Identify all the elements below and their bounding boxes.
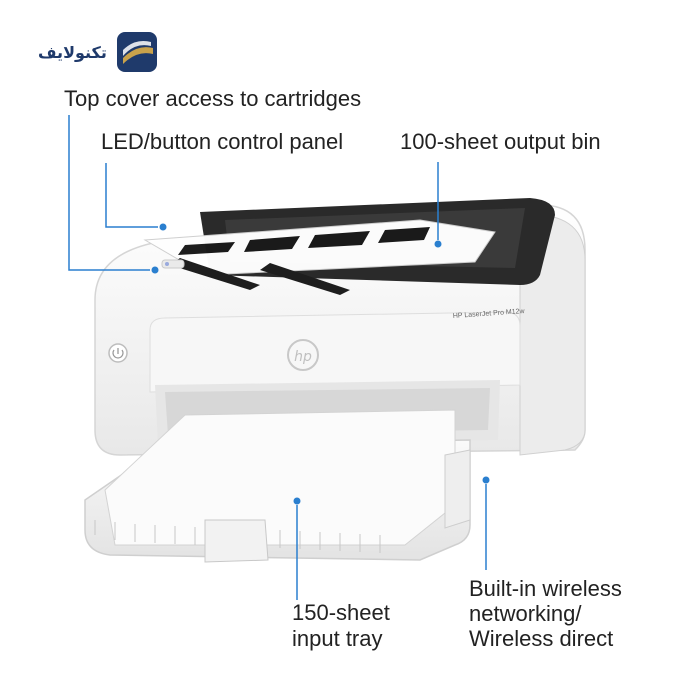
control-panel-callout-line xyxy=(105,163,158,228)
top-cover-callout-line xyxy=(68,115,150,271)
input-tray-callout-line2: input tray xyxy=(292,626,383,651)
wireless-callout-line1: Built-in wireless xyxy=(469,576,622,601)
output-bin-callout: 100-sheet output bin xyxy=(400,129,601,154)
wireless-callout-line3: Wireless direct xyxy=(469,626,614,651)
top-cover-callout: Top cover access to cartridges xyxy=(64,86,362,111)
brand-name: تکنولایف xyxy=(38,42,107,62)
input-tray-callout-line1: 150-sheet xyxy=(292,600,390,625)
brand-logo: تکنولایف xyxy=(38,30,159,74)
svg-text:hp: hp xyxy=(294,349,312,365)
front-panel xyxy=(149,311,521,393)
wireless-callout-line2: networking/ xyxy=(469,601,582,626)
brand-mark-icon xyxy=(116,32,157,72)
hp-logo xyxy=(287,339,319,371)
control-panel-callout: LED/button control panel xyxy=(101,129,344,154)
output-paper xyxy=(143,219,496,276)
